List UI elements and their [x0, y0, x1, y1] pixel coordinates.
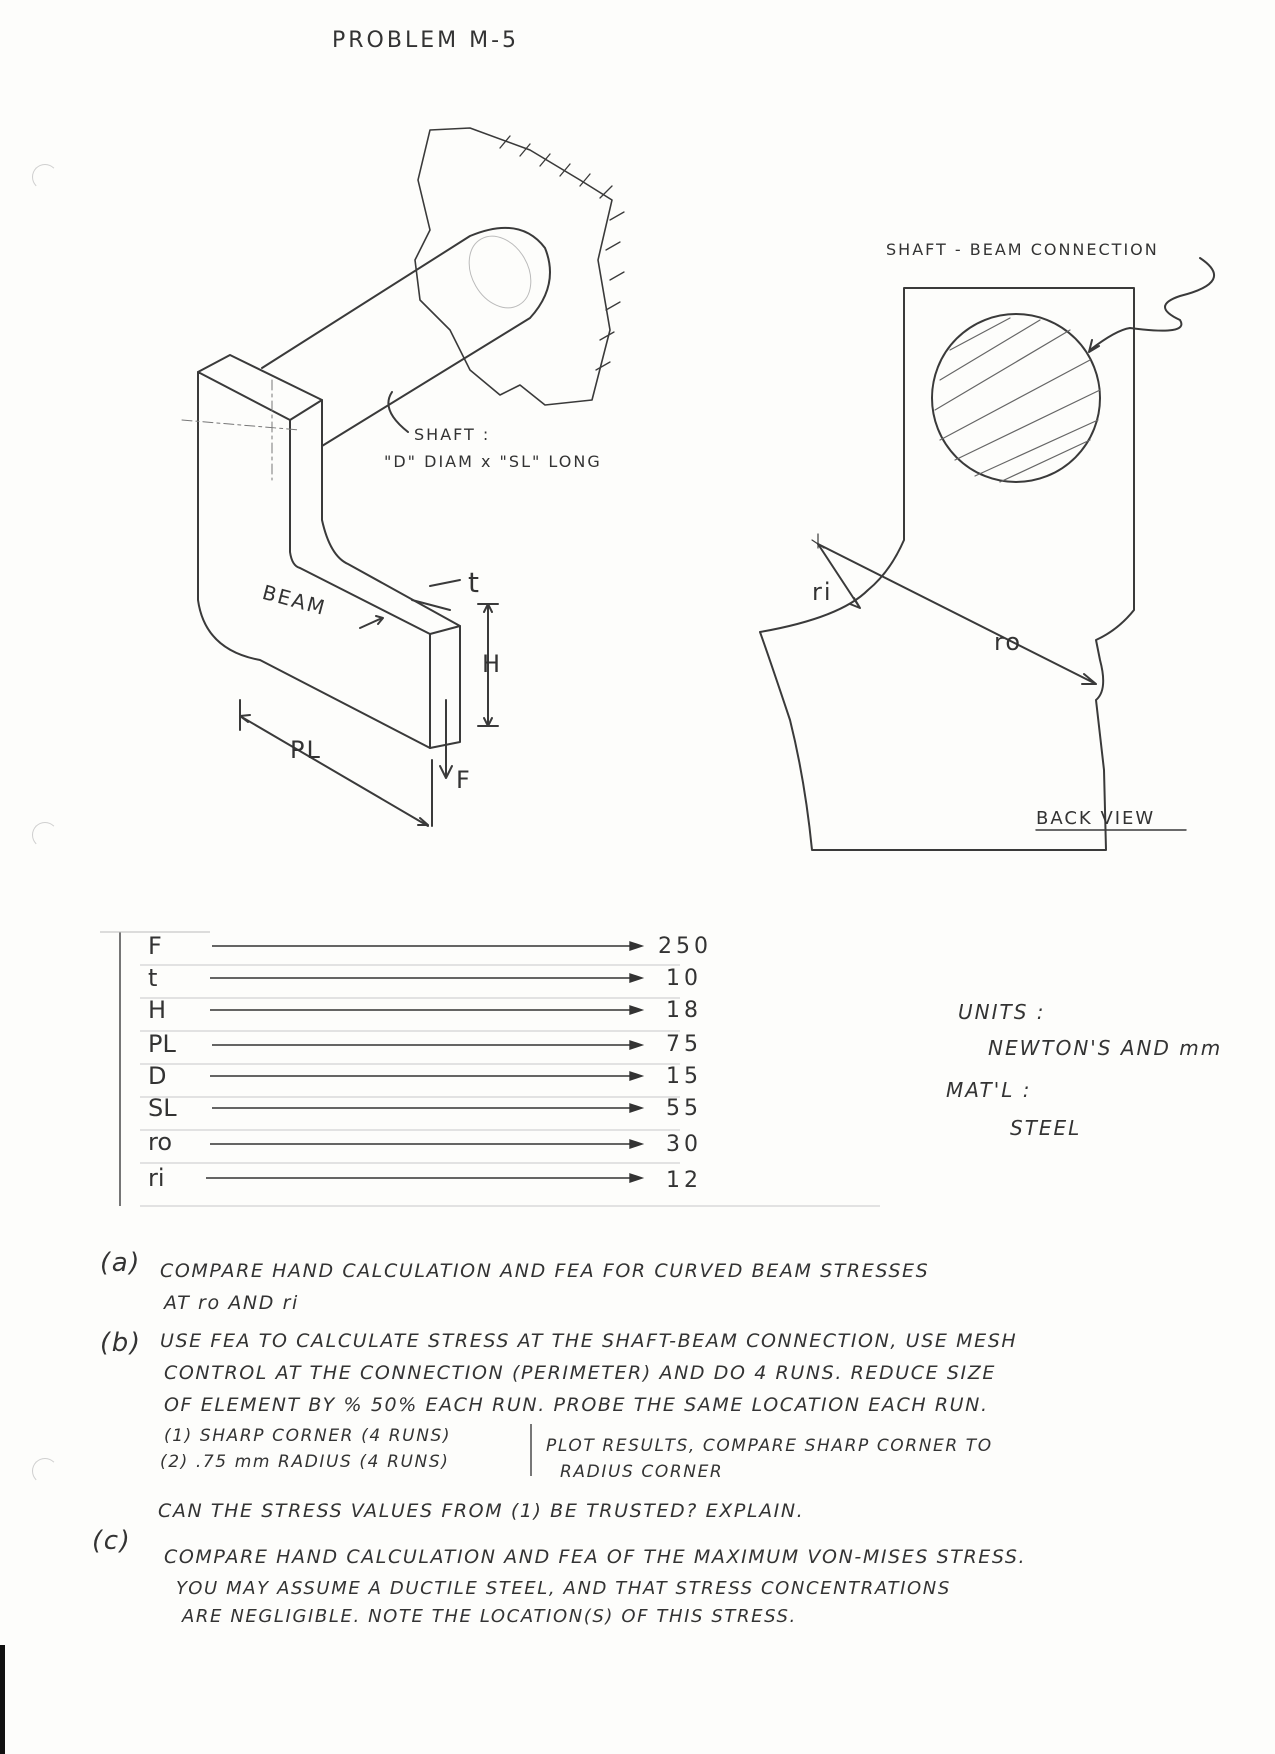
- margin-bar: [0, 1645, 5, 1754]
- param-value: 75: [666, 1032, 702, 1057]
- question-c-line: ARE NEGLIGIBLE. NOTE THE LOCATION(S) OF …: [182, 1606, 797, 1627]
- beam-top-face: [197, 354, 323, 421]
- material-label: MAT'L :: [946, 1078, 1032, 1102]
- param-value: 15: [666, 1064, 702, 1089]
- binder-hole-top: [32, 164, 58, 190]
- page-title: PROBLEM M-5: [332, 28, 520, 53]
- question-c-line: YOU MAY ASSUME A DUCTILE STEEL, AND THAT…: [176, 1578, 951, 1599]
- units-value: NEWTON'S AND mm: [988, 1036, 1223, 1060]
- question-a-line: COMPARE HAND CALCULATION AND FEA FOR CUR…: [160, 1260, 930, 1282]
- dim-H-label: H: [482, 650, 503, 678]
- question-b-tag: (b): [100, 1328, 142, 1358]
- beam-side-face: [321, 399, 461, 635]
- question-b-line: OF ELEMENT BY % 50% EACH RUN. PROBE THE …: [164, 1394, 989, 1416]
- question-b-line: RADIUS CORNER: [560, 1462, 724, 1482]
- back-view-label: BACK VIEW: [1036, 808, 1156, 829]
- param-symbol: D: [148, 1062, 167, 1090]
- param-value: 18: [666, 998, 702, 1023]
- param-symbol: PL: [148, 1030, 176, 1058]
- param-symbol: H: [148, 996, 167, 1024]
- units-label: UNITS :: [958, 1000, 1046, 1024]
- question-b-line: CONTROL AT THE CONNECTION (PERIMETER) AN…: [164, 1362, 996, 1384]
- param-symbol: ro: [148, 1128, 173, 1156]
- param-symbol: SL: [148, 1094, 177, 1122]
- shaft-hole: [931, 313, 1101, 483]
- question-a-line: AT ro AND ri: [164, 1292, 299, 1314]
- material-value: STEEL: [1010, 1116, 1082, 1140]
- question-b-line: (2) .75 mm RADIUS (4 RUNS): [160, 1452, 450, 1472]
- shaft-label: SHAFT :: [414, 425, 491, 444]
- wall: [414, 127, 613, 406]
- shaft-description: "D" DIAM x "SL" LONG: [384, 452, 602, 471]
- question-b-line: CAN THE STRESS VALUES FROM (1) BE TRUSTE…: [158, 1500, 805, 1522]
- param-value: 10: [666, 966, 702, 991]
- ro-label: ro: [994, 628, 1023, 656]
- param-symbol: t: [148, 964, 158, 992]
- connection-label: SHAFT - BEAM CONNECTION: [886, 240, 1159, 259]
- question-b-line: (1) SHARP CORNER (4 RUNS): [164, 1426, 452, 1446]
- binder-hole-middle: [32, 822, 58, 848]
- shaft: [261, 226, 551, 447]
- question-b-line: PLOT RESULTS, COMPARE SHARP CORNER TO: [546, 1436, 993, 1456]
- param-value: 55: [666, 1096, 702, 1121]
- param-value: 12: [666, 1168, 702, 1193]
- brace: [530, 1424, 532, 1476]
- back-view-outline: [759, 287, 1135, 851]
- param-symbol: F: [148, 932, 162, 960]
- question-c-tag: (c): [92, 1526, 132, 1556]
- force-F-label: F: [456, 766, 472, 794]
- ri-label: ri: [812, 578, 833, 606]
- param-value: 30: [666, 1132, 702, 1157]
- question-c-line: COMPARE HAND CALCULATION AND FEA OF THE …: [164, 1546, 1027, 1568]
- question-a-tag: (a): [100, 1248, 142, 1278]
- param-symbol: ri: [148, 1164, 165, 1192]
- binder-hole-bottom: [32, 1458, 58, 1484]
- param-value: 250: [658, 934, 712, 959]
- dim-PL-label: PL: [290, 736, 322, 764]
- question-b-line: USE FEA TO CALCULATE STRESS AT THE SHAFT…: [160, 1330, 1018, 1352]
- dim-t-label: t: [468, 566, 481, 599]
